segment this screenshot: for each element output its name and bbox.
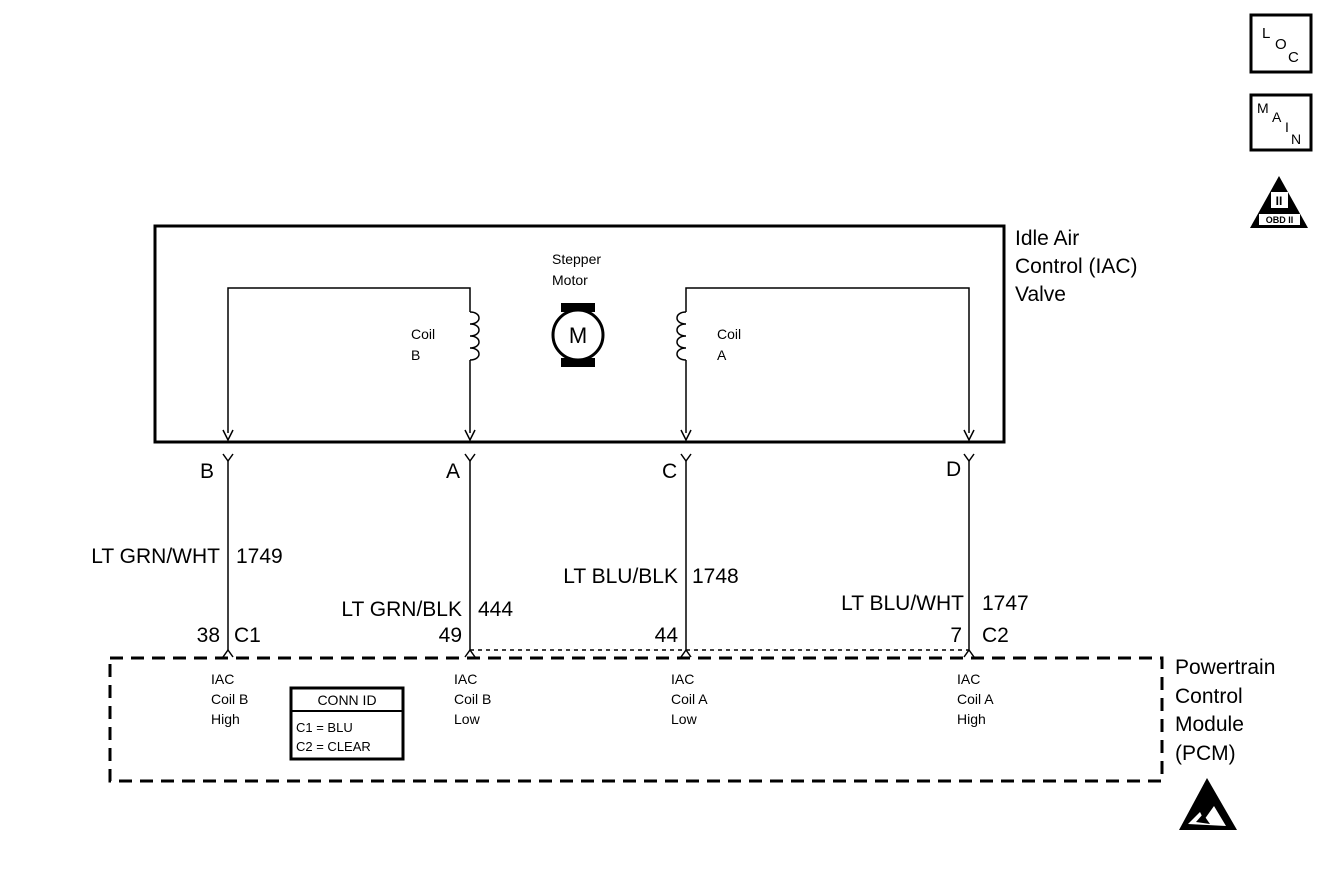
svg-text:IAC: IAC: [671, 671, 694, 687]
svg-text:Control: Control: [1175, 685, 1243, 708]
svg-text:II: II: [1276, 194, 1283, 208]
pcm-terminal-iac-coil-b-high: IAC Coil B High: [211, 671, 248, 727]
svg-text:IAC: IAC: [454, 671, 477, 687]
svg-text:(PCM): (PCM): [1175, 742, 1236, 765]
loc-badge[interactable]: L O C: [1249, 13, 1313, 74]
wire-444-circuit: 444: [478, 598, 513, 621]
wire-1748-circuit: 1748: [692, 565, 739, 588]
conn-id-table: CONN ID C1 = BLU C2 = CLEAR: [289, 686, 405, 761]
pcm-terminal-iac-coil-a-high: IAC Coil A High: [957, 671, 994, 727]
valve-title: Idle Air Control (IAC) Valve: [1015, 227, 1138, 306]
stepper-motor: Stepper Motor M: [551, 251, 605, 367]
wire-1747-color: LT BLU/WHT: [841, 592, 964, 615]
pcm-pin-49: 49: [439, 624, 462, 647]
pin-d: D: [946, 458, 961, 481]
svg-text:Low: Low: [671, 711, 698, 727]
connector-c1: C1: [234, 624, 261, 647]
svg-text:Coil: Coil: [411, 326, 435, 342]
svg-text:L: L: [1262, 25, 1270, 42]
svg-text:Stepper: Stepper: [552, 251, 601, 267]
wire-1749-circuit: 1749: [236, 545, 283, 568]
connector-c2: C2: [982, 624, 1009, 647]
pin-a: A: [446, 460, 460, 483]
pcm-title: Powertrain Control Module (PCM): [1175, 656, 1275, 765]
pcm-terminal-iac-coil-a-low: IAC Coil A Low: [671, 671, 708, 727]
svg-text:CONN ID: CONN ID: [317, 692, 376, 708]
svg-text:Coil A: Coil A: [957, 691, 994, 707]
svg-text:IAC: IAC: [211, 671, 234, 687]
obd-ii-icon[interactable]: II OBD II: [1250, 176, 1308, 228]
svg-text:Powertrain: Powertrain: [1175, 656, 1275, 679]
svg-text:M: M: [1257, 100, 1269, 116]
svg-text:Coil B: Coil B: [211, 691, 248, 707]
wire-1747-circuit: 1747: [982, 592, 1029, 615]
svg-text:OBD II: OBD II: [1266, 215, 1294, 225]
svg-text:Coil: Coil: [717, 326, 741, 342]
pin-b: B: [200, 460, 214, 483]
svg-text:IAC: IAC: [957, 671, 980, 687]
svg-text:Coil A: Coil A: [671, 691, 708, 707]
svg-text:C1 = BLU: C1 = BLU: [296, 720, 353, 735]
svg-text:B: B: [411, 347, 420, 363]
svg-text:C2 = CLEAR: C2 = CLEAR: [296, 739, 371, 754]
svg-text:Module: Module: [1175, 713, 1244, 736]
coil-a-label: Coil A: [717, 326, 741, 363]
wire-1748-color: LT BLU/BLK: [563, 565, 678, 588]
svg-text:N: N: [1291, 131, 1301, 147]
coil-b-label: Coil B: [411, 326, 435, 363]
wire-444-color: LT GRN/BLK: [341, 598, 462, 621]
main-badge[interactable]: M A I N: [1249, 93, 1313, 152]
pcm-box: [108, 656, 1164, 783]
pcm-pin-38: 38: [197, 624, 220, 647]
iac-valve-box: [153, 224, 1006, 444]
svg-text:Idle Air: Idle Air: [1015, 227, 1079, 250]
svg-text:I: I: [1285, 119, 1289, 135]
svg-text:Coil B: Coil B: [454, 691, 491, 707]
svg-text:Control (IAC): Control (IAC): [1015, 255, 1138, 278]
pin-c: C: [662, 460, 677, 483]
svg-text:Motor: Motor: [552, 272, 588, 288]
svg-text:A: A: [717, 347, 727, 363]
harness-wires: [227, 461, 970, 650]
pcm-terminal-iac-coil-b-low: IAC Coil B Low: [454, 671, 491, 727]
svg-text:Valve: Valve: [1015, 283, 1066, 306]
svg-text:O: O: [1275, 36, 1287, 53]
esd-warning-icon[interactable]: [1179, 778, 1237, 830]
svg-text:A: A: [1272, 109, 1282, 125]
connector-terminals: [222, 453, 975, 658]
svg-text:Low: Low: [454, 711, 481, 727]
pcm-pin-44: 44: [655, 624, 679, 647]
pcm-pin-7: 7: [950, 624, 962, 647]
valve-internal-wiring: [227, 287, 970, 433]
svg-text:C: C: [1288, 49, 1299, 66]
arrowheads: [222, 429, 975, 442]
svg-text:High: High: [957, 711, 986, 727]
svg-text:High: High: [211, 711, 240, 727]
wire-1749-color: LT GRN/WHT: [91, 545, 220, 568]
motor-m-symbol: M: [569, 323, 587, 348]
